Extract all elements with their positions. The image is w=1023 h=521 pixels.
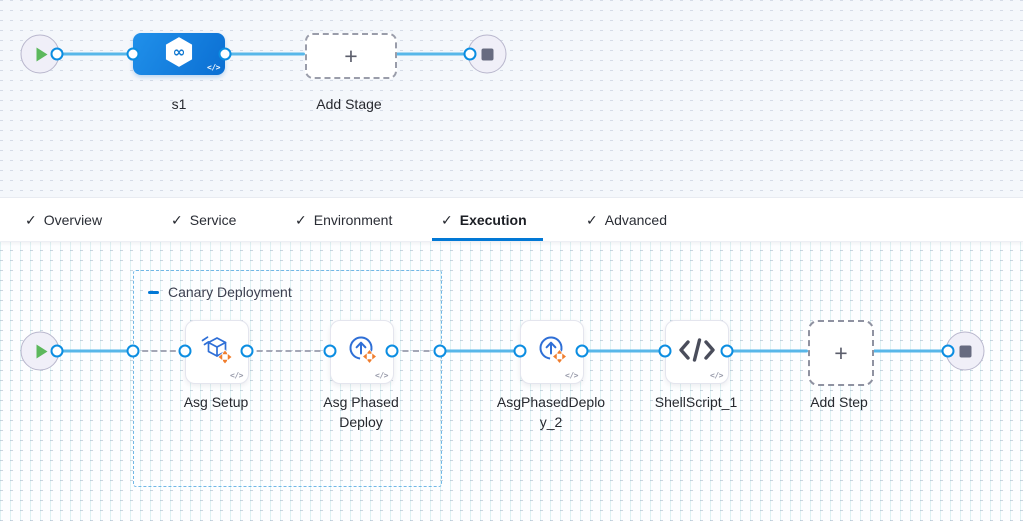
add-step-button[interactable]: + <box>808 320 874 386</box>
add-step-label: Add Step <box>810 394 868 410</box>
step-in-port[interactable] <box>658 344 672 358</box>
cd-infinity-hexagon-icon: ∞ <box>161 34 197 75</box>
plus-icon: + <box>834 339 848 366</box>
step-in-port[interactable] <box>178 344 192 358</box>
step-code-badge-icon: </> <box>230 371 243 380</box>
step-code-badge-icon: </> <box>375 371 388 380</box>
step-code-badge-icon: </> <box>710 371 723 380</box>
asg-phased-deploy-icon <box>345 333 379 372</box>
play-icon <box>36 344 48 358</box>
step-wire <box>440 349 520 353</box>
start-out-port[interactable] <box>50 344 64 358</box>
tab-advanced[interactable]: ✓ Advanced <box>586 211 668 228</box>
step-wire <box>582 349 665 353</box>
stage-label: s1 <box>171 96 187 112</box>
stop-icon <box>481 48 493 60</box>
asg-phased-deploy-icon <box>535 333 569 372</box>
tab-environment[interactable]: ✓ Environment <box>295 211 393 228</box>
canary-deployment-group: Canary Deployment <box>133 270 442 487</box>
stage-wire <box>225 52 305 56</box>
step-node-asg-phased-deploy[interactable]: </> <box>330 320 394 384</box>
end-in-port[interactable] <box>463 47 477 61</box>
add-stage-button[interactable]: + <box>305 33 397 79</box>
stop-icon <box>959 345 971 357</box>
stage-out-port[interactable] <box>218 47 232 61</box>
step-in-port[interactable] <box>323 344 337 358</box>
step-out-port[interactable] <box>385 344 399 358</box>
collapse-minus-icon[interactable] <box>148 290 159 294</box>
plus-icon: + <box>344 42 358 69</box>
svg-text:∞: ∞ <box>173 43 186 61</box>
check-icon: ✓ <box>25 211 37 228</box>
step-label: AsgPhasedDeploy_2 <box>496 394 606 430</box>
check-icon: ✓ <box>441 211 453 228</box>
stage-in-port[interactable] <box>126 47 140 61</box>
stage-code-badge-icon: </> <box>207 63 220 72</box>
end-in-port[interactable] <box>941 344 955 358</box>
stage-wire <box>57 52 133 56</box>
step-wire <box>870 349 948 353</box>
execution-graph-canvas[interactable]: Canary Deployment <box>0 240 1023 521</box>
step-wire-dashed <box>247 350 330 352</box>
step-label: Asg Setup <box>183 394 249 410</box>
shell-script-code-icon <box>678 336 716 369</box>
step-wire <box>57 349 133 353</box>
step-in-port[interactable] <box>513 344 527 358</box>
group-out-port[interactable] <box>433 344 447 358</box>
stage-wire <box>393 52 470 56</box>
step-out-port[interactable] <box>575 344 589 358</box>
play-icon <box>36 47 48 61</box>
start-out-port[interactable] <box>50 47 64 61</box>
asg-setup-cube-icon <box>200 333 234 372</box>
tab-overview[interactable]: ✓ Overview <box>25 211 103 228</box>
step-out-port[interactable] <box>720 344 734 358</box>
stage-node-s1[interactable]: ∞ </> <box>133 33 225 75</box>
step-node-asg-phased-deploy-2[interactable]: </> <box>520 320 584 384</box>
group-in-port[interactable] <box>126 344 140 358</box>
step-node-asg-setup[interactable]: </> <box>185 320 249 384</box>
stage-config-tabs: ✓ Overview ✓ Service ✓ Environment ✓ Exe… <box>0 197 1023 242</box>
step-node-shellscript-1[interactable]: </> <box>665 320 729 384</box>
tab-service[interactable]: ✓ Service <box>171 211 237 228</box>
add-stage-label: Add Stage <box>316 96 382 112</box>
step-label: Asg Phased Deploy <box>323 394 399 430</box>
step-wire-dashed <box>392 350 440 352</box>
check-icon: ✓ <box>295 211 307 228</box>
check-icon: ✓ <box>171 211 183 228</box>
group-header: Canary Deployment <box>148 284 292 300</box>
stage-graph-canvas[interactable]: ∞ </> s1 + Add Stage <box>0 0 1023 197</box>
step-code-badge-icon: </> <box>565 371 578 380</box>
group-label: Canary Deployment <box>168 284 292 300</box>
check-icon: ✓ <box>586 211 598 228</box>
step-wire-dashed <box>133 350 185 352</box>
step-label: ShellScript_1 <box>654 394 738 410</box>
tab-execution[interactable]: ✓ Execution <box>432 198 543 241</box>
step-out-port[interactable] <box>240 344 254 358</box>
step-wire <box>727 349 808 353</box>
